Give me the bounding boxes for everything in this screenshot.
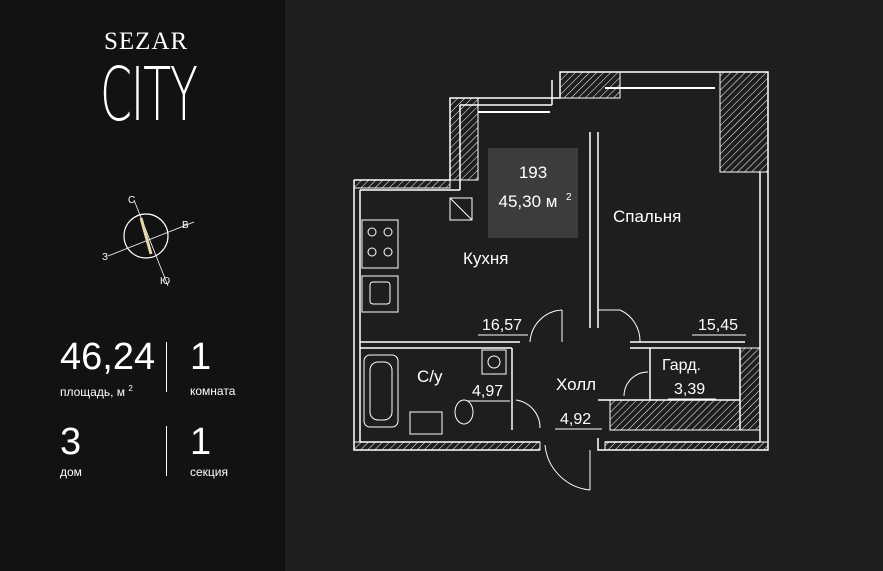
stats-divider-bottom [166, 426, 167, 476]
building-value: 3 [60, 421, 82, 463]
stats-divider-top [166, 342, 167, 392]
compass-ring [123, 213, 169, 259]
plan-windows [478, 87, 715, 113]
room-hall-area: 4,92 [560, 411, 591, 428]
floor-plan: 193 45,30 м 2 Кухня 16,57 Спальня 15,45 [353, 71, 769, 491]
apartment-badge [488, 148, 578, 238]
section-label: секция [190, 465, 228, 479]
rooms-value: 1 [190, 336, 212, 378]
toilet-icon [454, 399, 474, 425]
brand-logo-top: SEZAR [104, 28, 189, 55]
building-label: дом [60, 465, 82, 479]
compass-axis-ew [107, 221, 195, 257]
room-hall-name: Холл [556, 375, 596, 394]
compass-axis-ns [133, 199, 169, 287]
door-kitchen [529, 309, 563, 343]
room-bathroom-area: 4,97 [472, 383, 503, 400]
apartment-area: 45,30 м [499, 192, 558, 211]
brand-logo-bottom: CITY [100, 52, 198, 138]
apartment-number: 193 [519, 163, 547, 182]
bathroom-sink-icon [409, 411, 443, 435]
room-bathroom-name: С/у [417, 367, 443, 386]
plan-doors [515, 309, 649, 491]
vent-icon [449, 197, 473, 221]
door-entrance [544, 444, 591, 491]
room-wardrobe-area: 3,39 [674, 381, 705, 398]
plan-hatched-walls [353, 71, 769, 451]
compass-south-label: Ю [160, 276, 170, 287]
compass-needle [139, 217, 153, 255]
room-kitchen-name: Кухня [463, 249, 509, 268]
area-value: 46,24 [60, 336, 156, 378]
compass-east-label: В [182, 220, 189, 231]
door-bedroom [619, 309, 641, 343]
area-label: площадь, м 2 [60, 384, 133, 399]
kitchen-sink-icon [361, 275, 399, 313]
compass-north-label: С [128, 195, 135, 206]
compass-west-label: З [102, 252, 108, 263]
rooms-label: комната [190, 384, 236, 398]
section-value: 1 [190, 421, 212, 463]
room-wardrobe-name: Гард. [662, 357, 701, 374]
plan-fixtures [361, 197, 507, 435]
info-panel [0, 0, 285, 571]
room-bedroom-area: 15,45 [698, 317, 738, 334]
door-bathroom [515, 399, 541, 429]
room-bedroom-name: Спальня [613, 207, 681, 226]
door-wardrobe [623, 371, 649, 397]
washer-icon [481, 349, 507, 375]
stove-icon [361, 219, 399, 269]
room-kitchen-area: 16,57 [482, 317, 522, 334]
plan-room-labels: Кухня 16,57 Спальня 15,45 С/у 4,97 Холл … [417, 207, 746, 430]
bathtub-icon [363, 354, 399, 428]
compass-icon: С В З Ю [102, 195, 195, 287]
apartment-area-sup: 2 [566, 192, 572, 203]
